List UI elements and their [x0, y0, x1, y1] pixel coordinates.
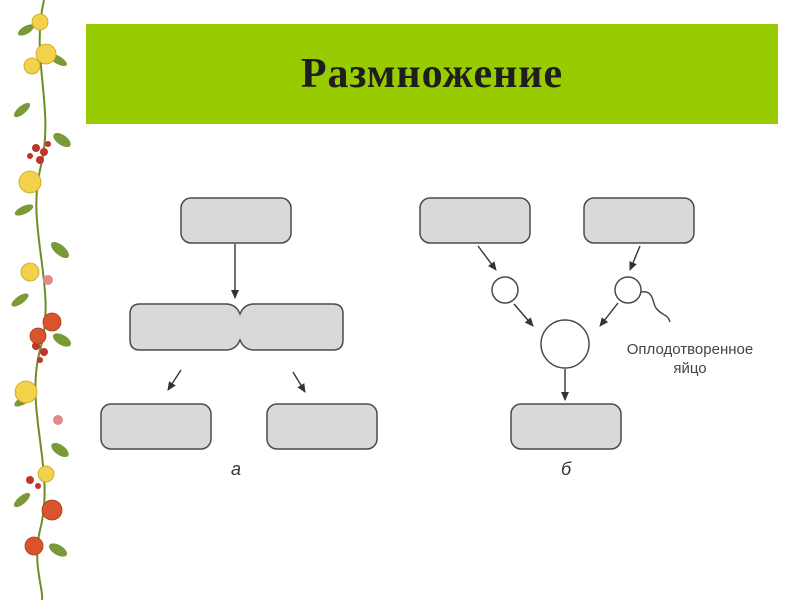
diagram-b-parent-box-left — [419, 197, 531, 244]
leaf-icons — [11, 24, 72, 557]
diagram-a: а — [100, 197, 378, 479]
diagram-a-daughter-box-left — [100, 403, 212, 450]
diagram-b-sperm-tail — [640, 291, 671, 323]
red-berry-icons — [26, 141, 51, 489]
diagram-b-sperm-gamete — [614, 276, 642, 304]
diagram-b-arrow-egg-to-zygote — [513, 303, 534, 327]
diagram-b-arrow-right-to-gamete — [629, 245, 641, 271]
diagram-b: Оплодотворенное яйцо б — [419, 197, 753, 479]
diagram-b-arrow-sperm-to-zygote — [599, 302, 619, 327]
diagram-a-daughter-box-right — [266, 403, 378, 450]
diagram-b-caption-line2: яйцо — [673, 360, 706, 377]
floral-border-decoration — [11, 0, 72, 600]
page-title: Размножение — [300, 51, 564, 97]
title-bar-background — [86, 24, 778, 124]
diagram-b-offspring-box — [510, 403, 622, 450]
diagram-b-parent-box-right — [583, 197, 695, 244]
diagram-b-egg-gamete — [491, 276, 519, 304]
diagram-a-arrow-left — [167, 369, 182, 391]
pink-flower-icons — [43, 275, 63, 425]
diagram-a-dividing-cell — [129, 303, 344, 351]
title-bar: Размножение — [86, 24, 778, 124]
diagram-b-fertilized-egg — [540, 319, 590, 369]
diagram-a-parent-box — [180, 197, 292, 244]
diagram-a-label: а — [231, 459, 241, 479]
diagram-b-label: б — [561, 459, 572, 479]
diagram-b-arrow-left-to-gamete — [477, 245, 497, 271]
red-flower-icons — [24, 312, 63, 556]
diagram-b-caption-line1: Оплодотворенное — [627, 341, 753, 358]
yellow-flower-icons — [14, 13, 57, 483]
diagram-a-arrow-right — [292, 371, 306, 393]
